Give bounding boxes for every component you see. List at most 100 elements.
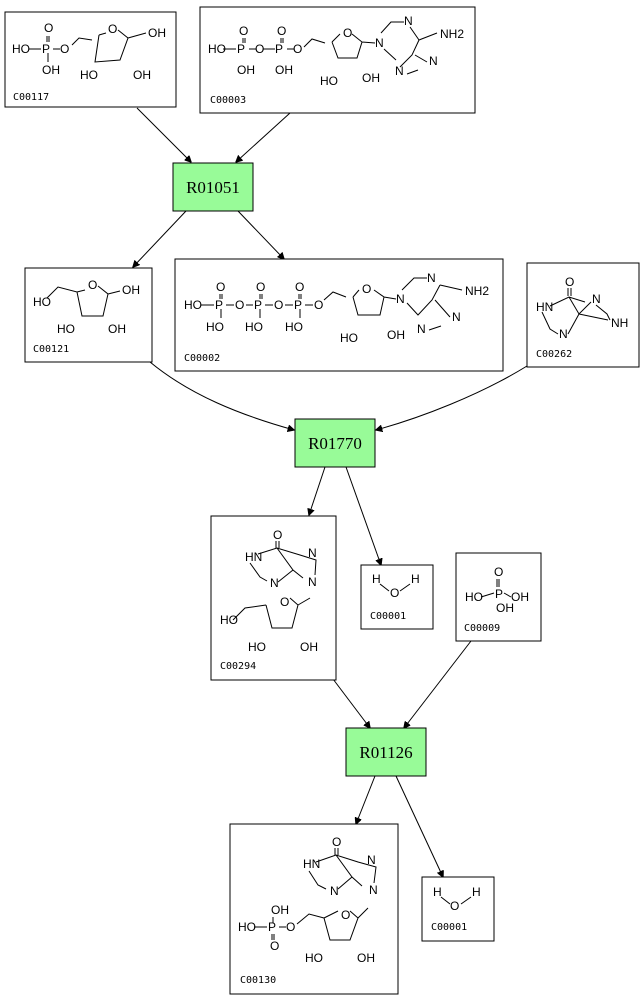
edge-c00294-r01126 — [332, 678, 370, 728]
atom-label: N — [330, 884, 339, 898]
structure-c00001-b: H O H — [433, 885, 481, 913]
compound-node-c00001-a[interactable]: H O H C00001 — [360, 564, 434, 630]
atom-label: H — [372, 572, 381, 586]
compound-box — [210, 515, 337, 681]
compound-box — [455, 552, 542, 642]
atom-label: HO — [208, 42, 226, 56]
atom-label: HN — [303, 857, 320, 871]
atom-label: P — [237, 42, 245, 56]
atom-label: O — [108, 22, 117, 36]
compound-node-c00003[interactable]: HO P O P O O O OH OH O N N NH2 N N HO OH… — [199, 6, 476, 114]
atom-label: OH — [496, 601, 514, 615]
edge-c00262-r01770 — [376, 365, 528, 430]
atom-label: O — [277, 24, 286, 38]
atom-label: N — [270, 576, 279, 590]
compound-box — [229, 823, 399, 995]
compound-node-c00009[interactable]: O P HO OH OH C00009 — [455, 552, 542, 642]
compound-id: C00003 — [210, 95, 246, 106]
atom-label: O — [239, 24, 248, 38]
atom-label: NH2 — [440, 27, 464, 41]
atom-label: O — [450, 899, 459, 913]
compound-node-c00121[interactable]: HO O OH HO OH C00121 — [24, 267, 153, 363]
atom-label: HO — [465, 590, 483, 604]
atom-label: OH — [357, 951, 375, 965]
atom-label: HO — [238, 920, 256, 934]
atom-label: HO — [33, 295, 51, 309]
atom-label: P — [254, 298, 262, 312]
edge-r01770-c00294 — [309, 466, 326, 515]
atom-label: N — [395, 64, 404, 78]
edge-r01051-c00121 — [133, 210, 187, 267]
atom-label: O — [565, 275, 574, 289]
edges — [133, 107, 528, 877]
bond-lines — [223, 21, 438, 75]
atom-label: O — [362, 282, 371, 296]
reaction-box — [172, 162, 254, 212]
atom-label: O — [270, 939, 279, 953]
structure-c00130: O HN N N N OH HO P O O O HO OH — [238, 835, 378, 965]
compound-id: C00002 — [184, 353, 220, 364]
atom-label: HO — [220, 613, 238, 627]
edge-c00003-r01051 — [236, 112, 291, 162]
compound-node-c00117[interactable]: HO P O OH O O OH HO OH C00117 — [4, 11, 177, 108]
compound-id: C00130 — [240, 975, 276, 986]
compound-node-c00130[interactable]: O HN N N N OH HO P O O O HO OH C00130 — [229, 823, 399, 995]
compound-node-c00294[interactable]: O HN N N N O HO HO OH C00294 — [210, 515, 337, 681]
atom-label: OH — [148, 26, 166, 40]
edge-r01126-c00001b — [395, 775, 443, 877]
atom-label: O — [274, 298, 283, 312]
atom-label: O — [256, 280, 265, 294]
atom-label: O — [390, 586, 399, 600]
bond-lines — [541, 288, 611, 335]
atom-label: OH — [300, 640, 318, 654]
bond-lines — [254, 848, 377, 941]
atom-label: HO — [305, 951, 323, 965]
compound-box — [360, 564, 434, 630]
atom-label: HN — [245, 550, 262, 564]
atom-label: O — [44, 21, 53, 35]
atom-label: O — [216, 280, 225, 294]
atom-label: NH2 — [465, 284, 489, 298]
atom-label: OH — [108, 322, 126, 336]
atom-label: O — [343, 26, 352, 40]
compound-id: C00121 — [33, 344, 69, 355]
atom-label: N — [417, 322, 426, 336]
bond-lines — [379, 583, 411, 592]
atom-label: HO — [285, 320, 303, 334]
edge-c00009-r01126 — [404, 640, 472, 728]
compound-node-c00262[interactable]: O HN N N NH C00262 — [526, 262, 640, 368]
atom-label: HO — [248, 640, 266, 654]
structure-c00121: HO O OH HO OH — [33, 278, 140, 336]
bond-lines — [480, 579, 512, 598]
reaction-node-r01770[interactable]: R01770 — [294, 418, 376, 468]
atom-label: O — [235, 298, 244, 312]
compound-id: C00262 — [536, 349, 572, 360]
compound-id: C00001 — [370, 611, 406, 622]
compound-id: C00001 — [431, 922, 467, 933]
edge-r01126-c00130 — [356, 775, 376, 824]
reaction-box — [294, 418, 376, 468]
bond-lines — [46, 285, 121, 317]
compound-node-c00002[interactable]: HO P O P O P O O O O HO HO HO O N N NH2 … — [174, 258, 504, 372]
reaction-node-r01126[interactable]: R01126 — [345, 727, 427, 777]
atom-label: O — [314, 298, 323, 312]
atom-label: N — [367, 853, 376, 867]
reaction-label: R01051 — [186, 178, 240, 197]
compound-box — [199, 6, 476, 114]
atom-label: OH — [122, 283, 140, 297]
reaction-node-r01051[interactable]: R01051 — [172, 162, 254, 212]
compound-node-c00001-b[interactable]: H O H C00001 — [421, 876, 495, 942]
edge-r01051-c00002 — [237, 210, 284, 259]
atom-label: H — [472, 885, 481, 899]
atom-label: O — [295, 280, 304, 294]
atom-label: N — [427, 271, 436, 285]
compound-id: C00117 — [13, 92, 49, 103]
atom-label: P — [42, 42, 50, 56]
atom-label: O — [286, 920, 295, 934]
atom-label: P — [268, 920, 276, 934]
atom-label: OH — [387, 328, 405, 342]
reaction-box — [345, 727, 427, 777]
atom-label: O — [273, 528, 282, 542]
edge-c00117-r01051 — [136, 107, 191, 162]
